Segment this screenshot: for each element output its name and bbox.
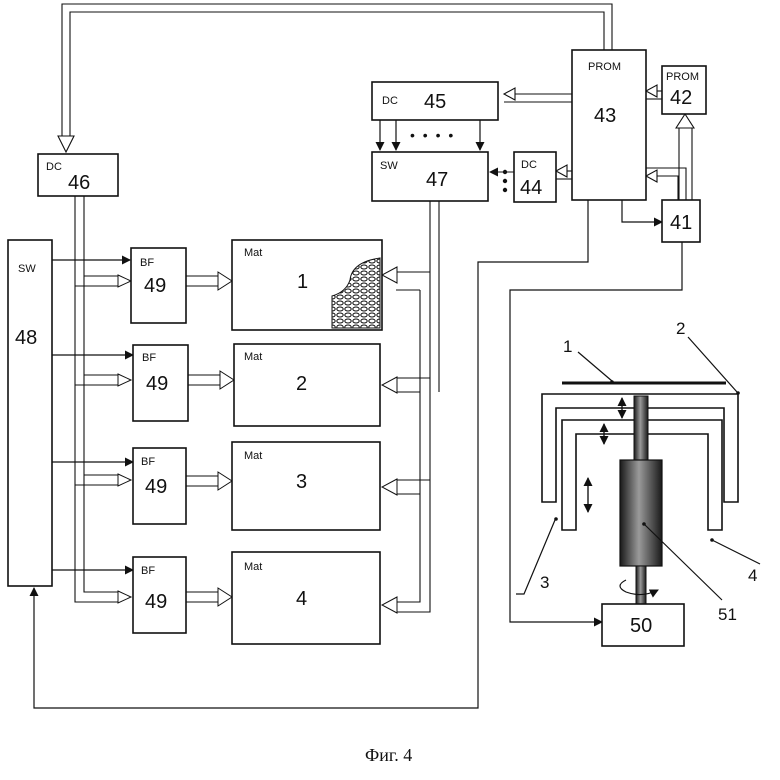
dc46-tag: DC: [46, 161, 62, 173]
bf-num: 49: [145, 591, 167, 613]
mat-tag: Mat: [244, 450, 262, 462]
ref-label-51: 51: [718, 605, 737, 624]
bf-block-2: BF 49: [133, 345, 188, 421]
dc46-block: DC 46: [38, 154, 118, 196]
sw47-num: 47: [426, 169, 448, 191]
bf-block-4: BF 49: [133, 557, 186, 633]
prom43-block: PROM 43: [572, 50, 646, 200]
mat-num: 4: [296, 588, 307, 610]
mat-num: 1: [297, 271, 308, 293]
prom43-tag: PROM: [588, 61, 621, 73]
mat-block-2: Mat 2: [234, 344, 380, 426]
dc44-block: DC 44: [503, 152, 556, 202]
mat-tag: Mat: [244, 247, 262, 259]
dc44-tag: DC: [521, 159, 537, 171]
bf-num: 49: [145, 476, 167, 498]
sw47-tag: SW: [380, 160, 398, 172]
prom42-tag: PROM: [666, 71, 699, 83]
prom42-block: PROM 42: [662, 66, 706, 114]
mat-block-1: Mat 1: [232, 240, 382, 330]
mat-num: 3: [296, 471, 307, 493]
dc45-num: 45: [424, 91, 446, 113]
bf-tag: BF: [142, 352, 156, 364]
mat-tag: Mat: [244, 351, 262, 363]
bf-block-3: BF 49: [133, 448, 186, 524]
bus-prom43-to-dc46: [70, 12, 604, 138]
dc46-num: 46: [68, 172, 90, 194]
sw48-tag: SW: [18, 263, 36, 275]
mat-num: 2: [296, 373, 307, 395]
bf-num: 49: [146, 373, 168, 395]
figure-caption: Фиг. 4: [365, 745, 412, 765]
sw48-num: 48: [15, 327, 37, 349]
dc44-num: 44: [520, 177, 542, 199]
ref-label-1: 1: [563, 337, 572, 356]
sw47-block: SW 47: [372, 152, 488, 201]
prom42-num: 42: [670, 87, 692, 109]
mechanism-drawing: 50: [542, 383, 738, 646]
sw48-block: SW 48: [8, 240, 52, 586]
ref-label-2: 2: [676, 319, 685, 338]
dc45-dots: • • • •: [410, 127, 455, 143]
bf-tag: BF: [141, 456, 155, 468]
bf-tag: BF: [141, 565, 155, 577]
bf-block-1: BF 49: [131, 248, 186, 323]
bus-prom43-to-dc46-b: [62, 4, 612, 138]
dc45-block: DC 45: [372, 82, 498, 120]
mat-block-3: Mat 3: [232, 442, 380, 530]
ref-label-4: 4: [748, 566, 757, 585]
ref-label-3: 3: [540, 573, 549, 592]
block-50-num: 50: [630, 615, 652, 637]
block-41: 41: [662, 200, 700, 242]
mat-tag: Mat: [244, 561, 262, 573]
bf-tag: BF: [140, 257, 154, 269]
dc45-tag: DC: [382, 95, 398, 107]
mat-block-4: Mat 4: [232, 552, 380, 644]
bf-num: 49: [144, 275, 166, 297]
prom43-num: 43: [594, 105, 616, 127]
block-41-num: 41: [670, 212, 692, 234]
